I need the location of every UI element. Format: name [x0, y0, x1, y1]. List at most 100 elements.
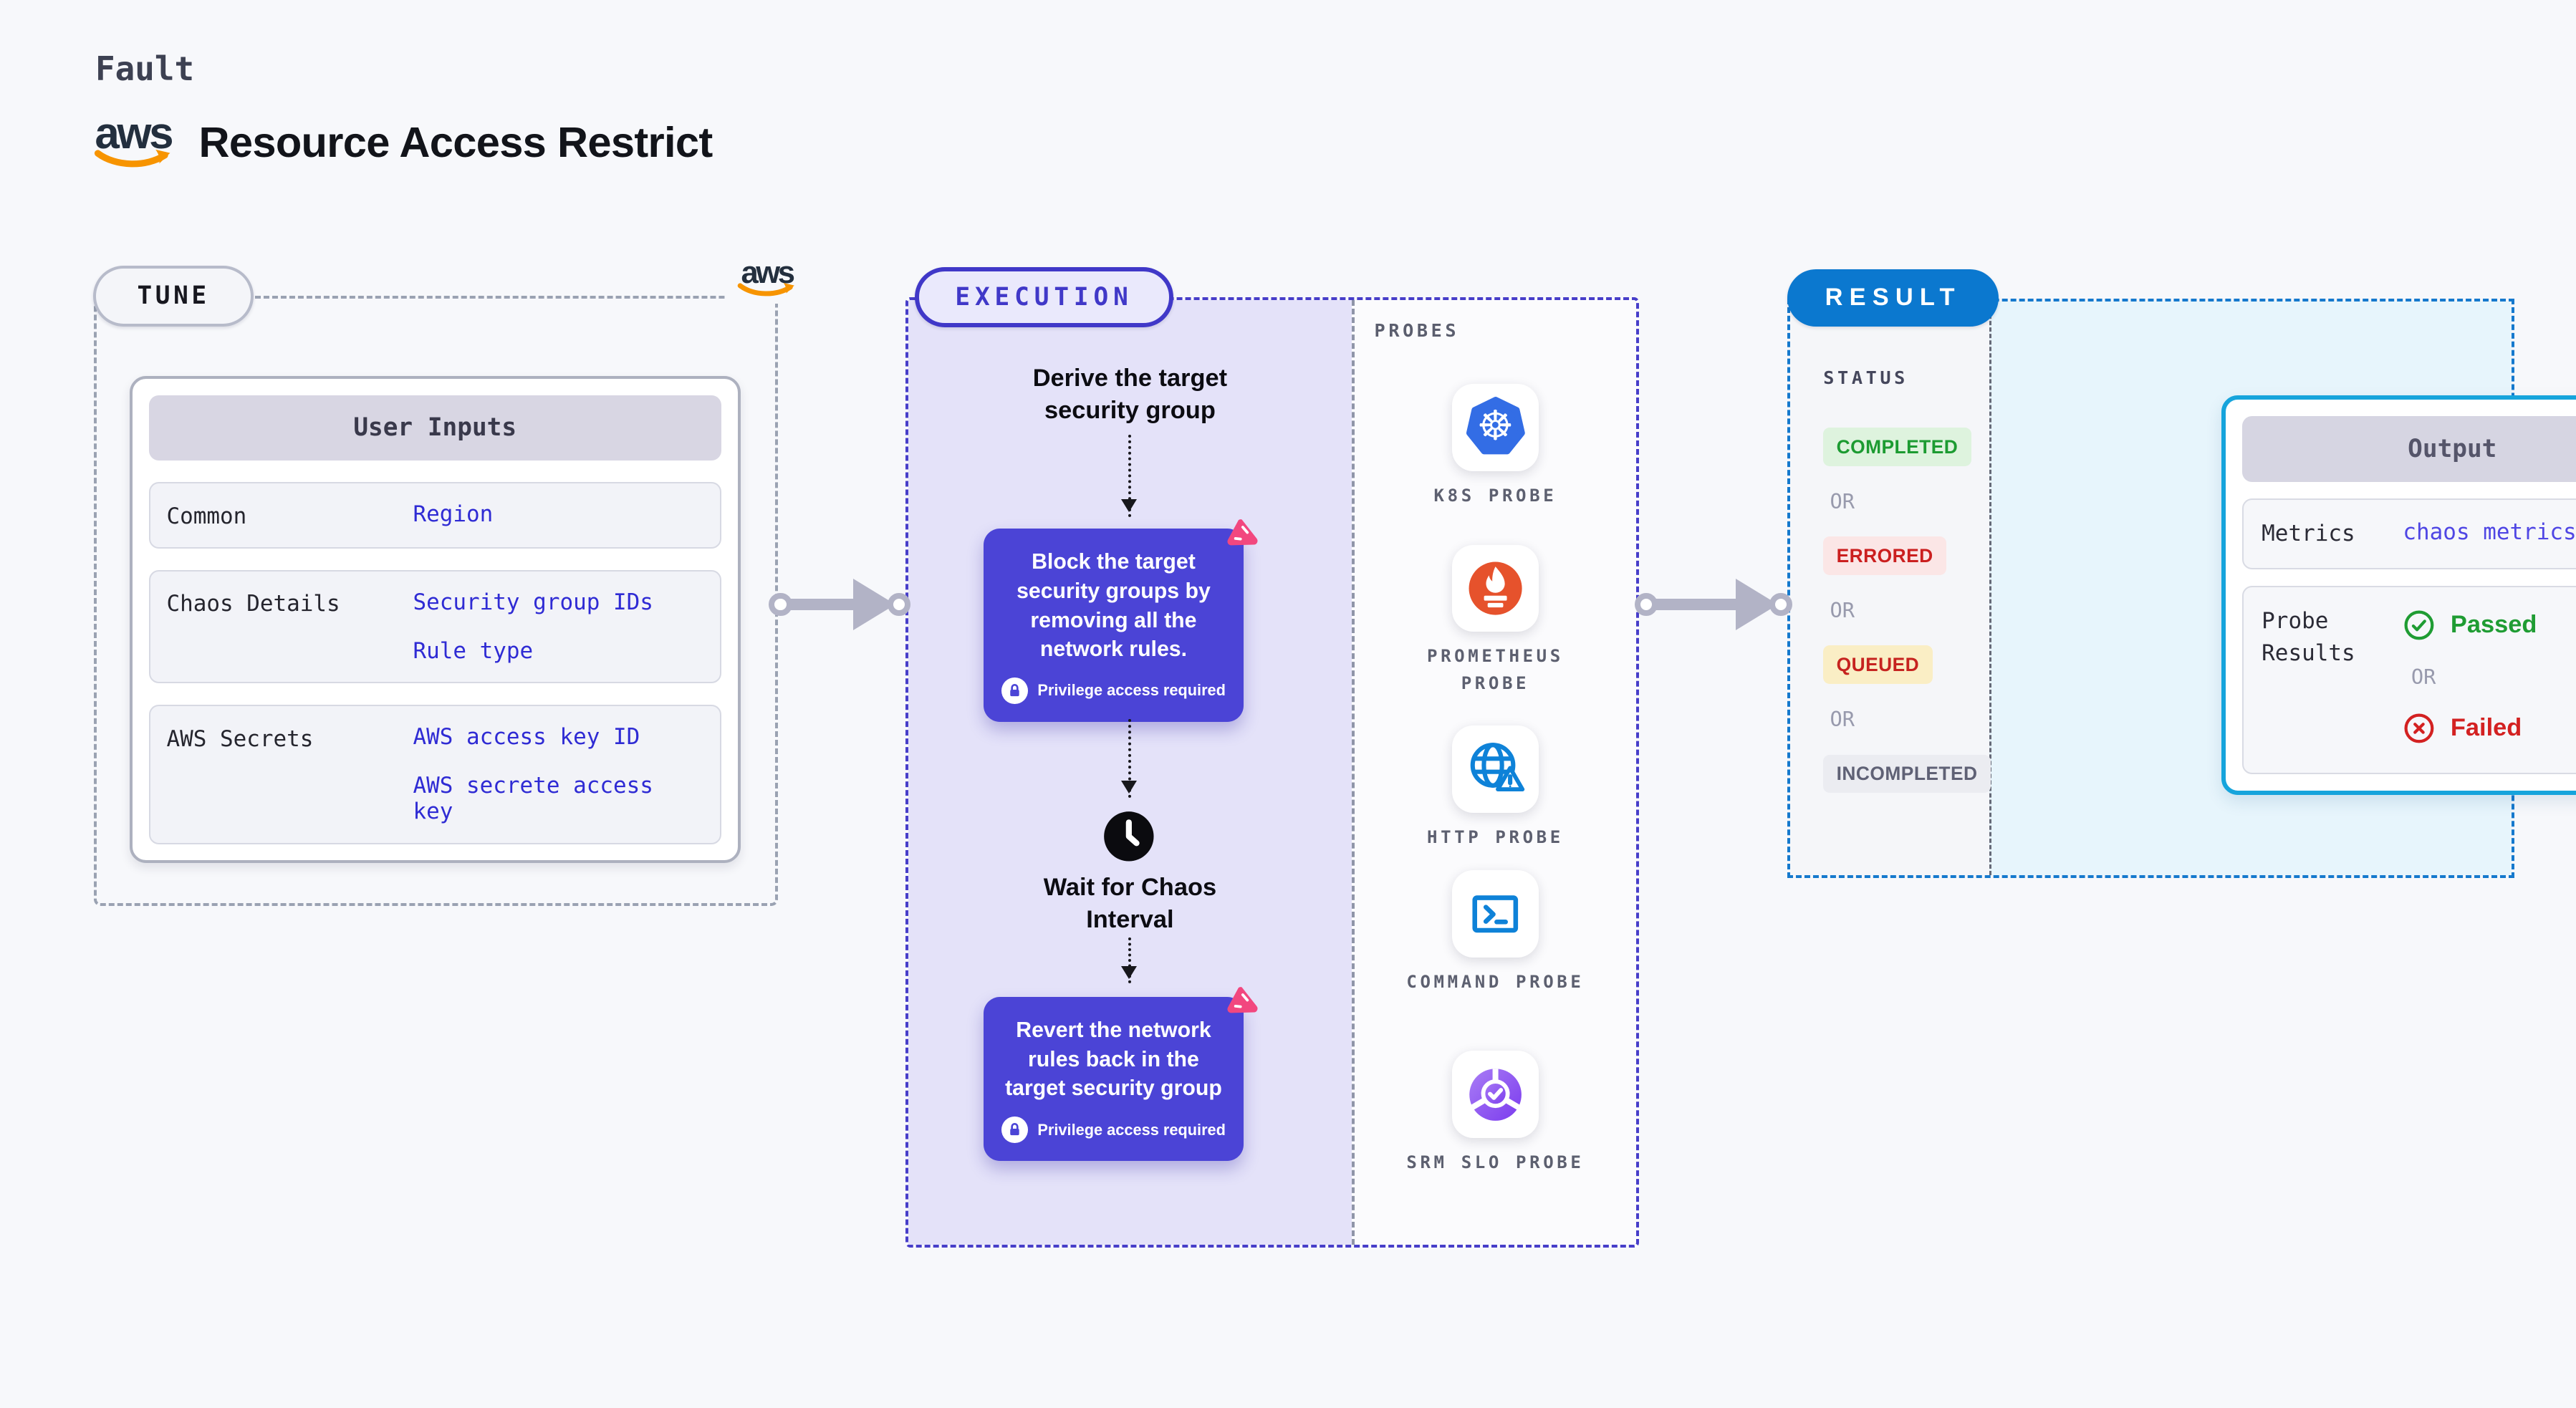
check-circle-icon: [2404, 610, 2434, 640]
probe-card: [1451, 544, 1539, 632]
probe-card: [1451, 870, 1539, 958]
execution-section: Derive the target security group Block t…: [905, 267, 1639, 1248]
arrow-shaft: [1653, 599, 1741, 611]
clock-icon: [1102, 809, 1156, 864]
user-inputs-card: User Inputs Common Region Chaos Details …: [129, 375, 741, 864]
input-value: Rule type: [413, 637, 534, 664]
probe-label: PROMETHEUS PROBE: [1427, 646, 1564, 693]
probe-card: [1451, 725, 1539, 813]
input-row-values: Region: [413, 501, 493, 527]
fault-eyebrow: Fault: [95, 49, 195, 88]
result-output-panel: Output Metrics chaos metrics Probe Resul…: [1989, 302, 2576, 875]
status-badge-incompleted: INCOMPLETED: [1823, 754, 1991, 794]
status-column: STATUS COMPLETED OR ERRORED OR QUEUED OR…: [1823, 367, 1991, 794]
step-derive-text: Derive the target security group: [1032, 365, 1228, 425]
arrow-shaft: [787, 599, 858, 611]
input-row-label: Chaos Details: [166, 591, 340, 617]
probe-card: [1451, 1051, 1539, 1138]
connector-dot: [769, 592, 792, 617]
probe-label: HTTP PROBE: [1427, 826, 1564, 847]
passed-line: Passed: [2403, 609, 2537, 642]
input-value: AWS access key ID: [413, 724, 640, 751]
aws-logo-small: aws: [727, 254, 807, 304]
probe-results-stack: Passed OR Failed: [2403, 605, 2537, 754]
or-label: OR: [1830, 707, 1855, 732]
tune-badge: TUNE: [93, 265, 254, 327]
passed-label: Passed: [2450, 611, 2537, 639]
aws-logo-text: aws: [95, 108, 173, 158]
probes-heading: PROBES: [1374, 319, 1460, 341]
output-metrics-value: chaos metrics: [2403, 519, 2576, 546]
aws-smile-icon: [94, 150, 170, 168]
probe-label: COMMAND PROBE: [1406, 971, 1585, 992]
output-row-label: Probe Results: [2262, 608, 2355, 667]
chaos-harness-icon: [1227, 519, 1258, 546]
flow-dotted-arrow: [1122, 435, 1136, 517]
step-block-card: Block the target security groups by remo…: [984, 519, 1258, 722]
privilege-label: Privilege access required: [1037, 681, 1226, 700]
execution-badge: EXECUTION: [914, 267, 1174, 328]
input-row-aws-secrets: AWS Secrets AWS access key ID AWS secret…: [148, 705, 721, 844]
result-badge: RESULT: [1787, 269, 1999, 327]
aws-smile-icon: [737, 282, 795, 296]
step-revert-card: Revert the network rules back in the tar…: [984, 987, 1258, 1162]
kubernetes-icon: ☸: [1463, 395, 1529, 461]
probe-srm-slo: SRM SLO PROBE: [1355, 1051, 1636, 1176]
failed-label: Failed: [2450, 714, 2522, 742]
probes-column: PROBES ☸ K8S PROBE: [1352, 300, 1636, 1245]
step-wait-title: Wait for Chaos Interval: [908, 872, 1352, 935]
output-row-label: Metrics: [2262, 520, 2355, 546]
result-section: Output Metrics chaos metrics Probe Resul…: [1787, 269, 2576, 878]
x-circle-icon: [2404, 713, 2434, 743]
output-card: Output Metrics chaos metrics Probe Resul…: [2221, 395, 2576, 795]
probe-prometheus: PROMETHEUS PROBE: [1355, 544, 1636, 697]
input-row-common: Common Region: [148, 482, 721, 549]
helm-wheel-glyph: ☸: [1476, 401, 1514, 450]
prometheus-icon: [1469, 561, 1522, 615]
aws-logo: aws: [94, 108, 174, 173]
output-row-probe-results: Probe Results Passed OR: [2241, 585, 2576, 774]
failed-line: Failed: [2403, 712, 2537, 745]
or-label: OR: [1830, 489, 1855, 514]
step-block-text: Block the target security groups by remo…: [1017, 550, 1211, 662]
input-value: AWS secrete access key: [413, 773, 653, 825]
execution-to-result-arrow: [1635, 577, 1793, 632]
input-row-chaos-details: Chaos Details Security group IDs Rule ty…: [148, 569, 721, 684]
step-derive-title: Derive the target security group: [908, 362, 1352, 426]
privilege-row: Privilege access required: [997, 1117, 1231, 1143]
aws-logo-text: aws: [741, 255, 795, 290]
execution-flow-area: Derive the target security group Block t…: [908, 300, 1352, 1245]
probe-command: COMMAND PROBE: [1355, 870, 1636, 995]
input-value: Security group IDs: [413, 589, 653, 615]
flow-dotted-arrow: [1122, 937, 1136, 984]
lock-icon: [1001, 1117, 1028, 1143]
connector-dot: [887, 592, 910, 617]
step-wait-text: Wait for Chaos Interval: [1043, 874, 1217, 934]
input-row-values: Security group IDs Rule type: [413, 589, 653, 664]
output-header: Output: [2241, 416, 2576, 482]
probe-k8s: ☸ K8S PROBE: [1355, 384, 1636, 509]
status-badge-completed: COMPLETED: [1823, 428, 1971, 467]
connector-dot: [1769, 592, 1793, 617]
probe-http: HTTP PROBE: [1355, 725, 1636, 851]
input-row-label: Common: [166, 503, 247, 529]
chaos-harness-icon: [1227, 987, 1258, 1013]
status-badge-queued: QUEUED: [1823, 645, 1933, 685]
status-badge-errored: ERRORED: [1823, 536, 1946, 576]
terminal-icon: [1472, 895, 1519, 932]
privilege-row: Privilege access required: [997, 678, 1231, 704]
input-value: Region: [413, 501, 494, 528]
connector-dot: [1635, 592, 1658, 617]
privilege-label: Privilege access required: [1037, 1120, 1226, 1139]
or-label: OR: [1830, 598, 1855, 623]
slo-pie-check-icon: [1469, 1068, 1522, 1121]
output-row-metrics: Metrics chaos metrics: [2241, 498, 2576, 570]
user-inputs-header: User Inputs: [148, 395, 721, 461]
page-title: Resource Access Restrict: [198, 117, 713, 166]
http-globe-warning-icon: [1470, 743, 1524, 792]
input-row-values: AWS access key ID AWS secrete access key: [413, 724, 703, 824]
lock-icon: [1001, 678, 1028, 704]
status-heading: STATUS: [1823, 367, 1908, 389]
title-row: aws Resource Access Restrict: [94, 108, 713, 173]
